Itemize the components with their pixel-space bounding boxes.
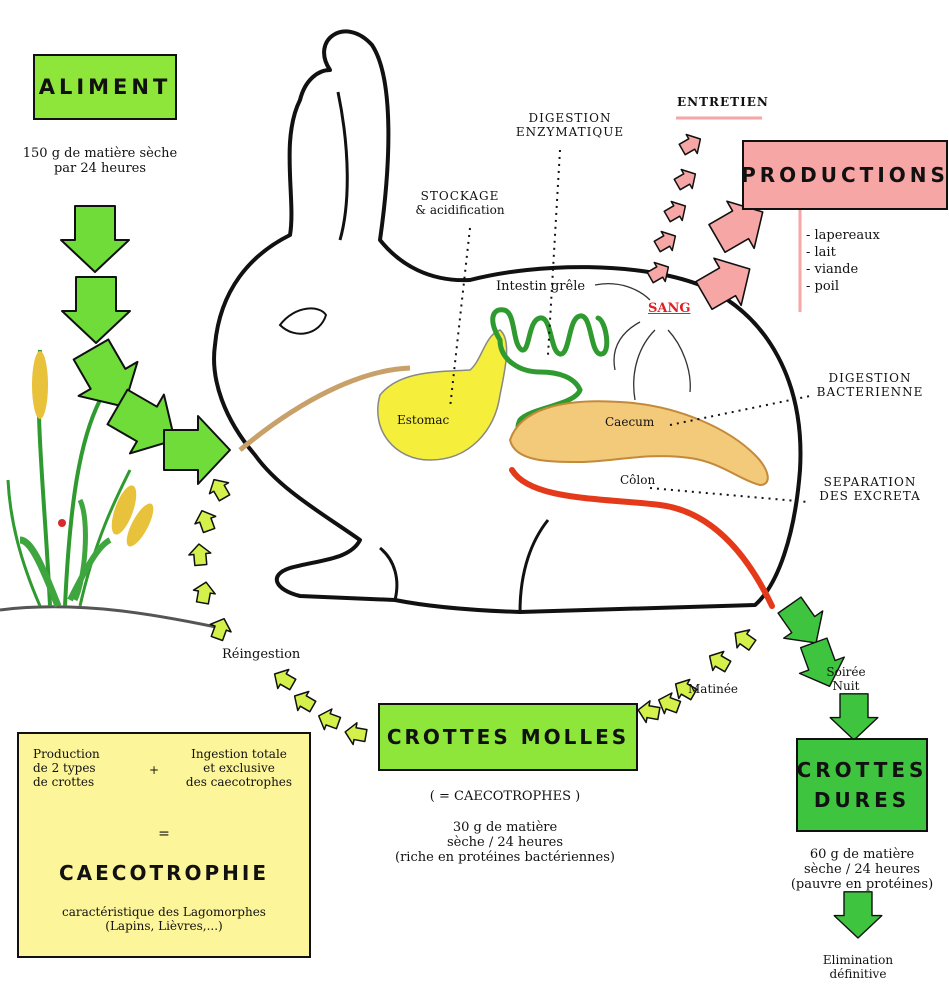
- crottes-dures-box: CROTTES DURES: [796, 738, 928, 832]
- stomach: [378, 330, 507, 460]
- crottes-dures-title-1: CROTTES: [797, 755, 928, 785]
- aliment-arrow-5: [164, 416, 230, 484]
- aliment-arrow-1: [61, 206, 129, 272]
- production-item: - viande: [806, 262, 880, 279]
- production-item: - lapereaux: [806, 228, 880, 245]
- digestion-enzymatique-label: DIGESTION ENZYMATIQUE: [500, 112, 640, 140]
- absorption-arrow-1: [595, 284, 650, 300]
- leader-bacterienne: [670, 396, 810, 425]
- leader-separation: [650, 488, 808, 502]
- productions-title: PRODUCTIONS: [741, 163, 949, 187]
- rabbit-ear-inner: [338, 92, 347, 240]
- plus-sign: +: [149, 764, 159, 778]
- stockage-label: STOCKAGE & acidification: [390, 190, 530, 218]
- colon: [512, 470, 772, 606]
- productions-box: PRODUCTIONS: [742, 140, 948, 210]
- crottes-molles-title: CROTTES MOLLES: [387, 725, 629, 749]
- sang-label: SANG: [648, 302, 690, 317]
- crottes-dures-title-2: DURES: [814, 785, 910, 815]
- productions-list: - lapereaux - lait - viande - poil: [806, 228, 880, 296]
- production-item: - poil: [806, 279, 880, 296]
- elimination-label: Elimination définitive: [800, 954, 916, 982]
- crottes-molles-box: CROTTES MOLLES: [378, 703, 638, 771]
- rabbit-hind-leg: [520, 520, 548, 612]
- aliment-title: ALIMENT: [39, 75, 172, 99]
- absorption-arrow-3: [634, 330, 655, 400]
- intestin-label: Intestin grêle: [496, 280, 585, 295]
- colon-label: Côlon: [620, 474, 655, 488]
- equals-sign: =: [19, 826, 309, 842]
- separation-excreta-label: SEPARATION DES EXCRETA: [800, 476, 940, 504]
- crottes-molles-details: ( = CAECOTROPHES ) 30 g de matière sèche…: [360, 790, 650, 866]
- crottes-dures-details: 60 g de matière sèche / 24 heures (pauvr…: [782, 848, 942, 893]
- caecotrophie-desc: caractéristique des Lagomorphes (Lapins,…: [19, 906, 309, 934]
- soiree-nuit-label: Soirée Nuit: [816, 666, 876, 694]
- caecotrophie-left-text: Production de 2 types de crottes: [33, 748, 100, 789]
- production-item: - lait: [806, 245, 880, 262]
- digestion-bacterienne-label: DIGESTION BACTERIENNE: [800, 372, 940, 400]
- estomac-label: Estomac: [397, 414, 449, 428]
- aliment-arrow-2: [62, 277, 130, 343]
- reingestion-label: Réingestion: [222, 648, 300, 663]
- aliment-amount: 150 g de matière sèche par 24 heures: [0, 147, 200, 177]
- absorption-arrow-4: [668, 330, 690, 392]
- caecotrophie-title: CAECOTROPHIE: [19, 862, 309, 885]
- caecotrophie-right-text: Ingestion totale et exclusive des caecot…: [169, 748, 309, 789]
- caecum-label: Caecum: [605, 416, 654, 430]
- caecotrophie-box: Production de 2 types de crottes + Inges…: [17, 732, 311, 958]
- aliment-box: ALIMENT: [33, 54, 177, 120]
- rabbit-foreleg: [380, 548, 397, 600]
- matinee-label: Matinée: [688, 683, 738, 697]
- entretien-label: ENTRETIEN: [677, 96, 769, 110]
- rabbit-eye: [280, 308, 326, 333]
